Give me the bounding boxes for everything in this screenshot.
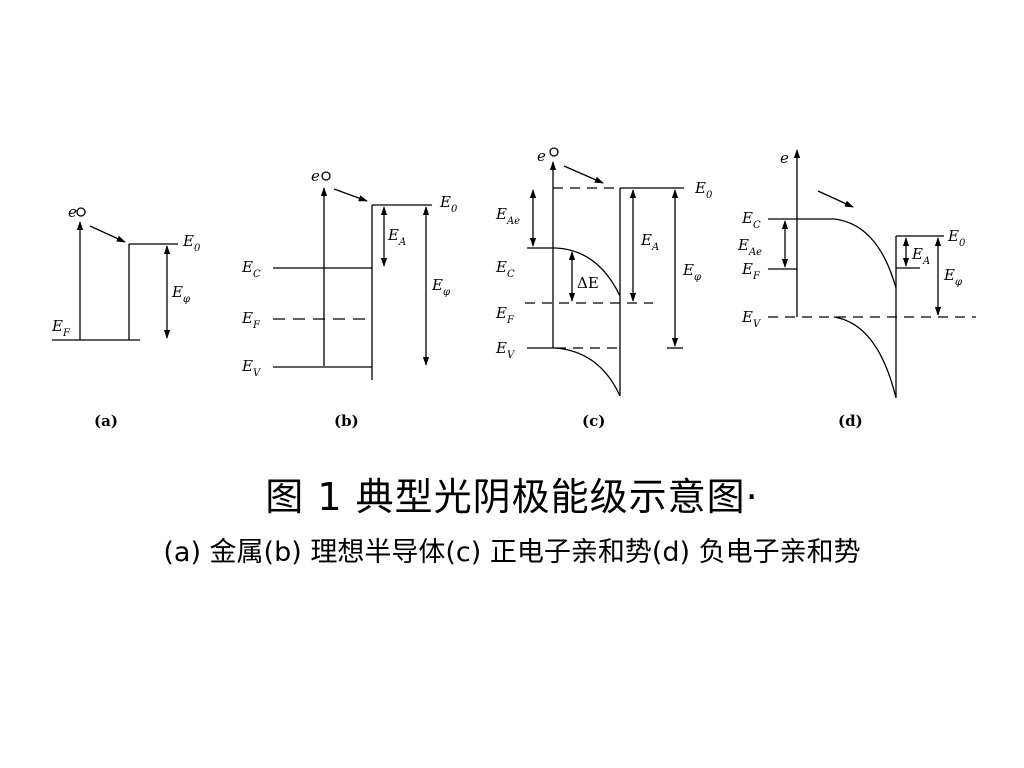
photoelectron-arrow bbox=[817, 190, 854, 208]
panel-c-tag: (c) bbox=[582, 412, 605, 430]
ephi-label: Eφ bbox=[682, 261, 701, 283]
panel-d bbox=[768, 149, 976, 399]
ea-label: EA bbox=[911, 245, 930, 267]
ef-label: EF bbox=[741, 260, 761, 282]
ephi-label: Eφ bbox=[943, 266, 962, 288]
figure-caption-subtitle: (a) 金属(b) 理想半导体(c) 正电子亲和势(d) 负电子亲和势 bbox=[163, 537, 861, 568]
valence-band-bending bbox=[833, 316, 897, 399]
panel-d-labels: e E0 EA Eφ EC EAe EF EV (d) bbox=[737, 149, 966, 430]
conduction-band-bending bbox=[833, 218, 897, 289]
electron-label: e bbox=[311, 167, 320, 185]
e0-label: E0 bbox=[182, 232, 201, 254]
ec-label: EC bbox=[495, 258, 515, 280]
ev-label: EV bbox=[741, 308, 762, 330]
electron-icon bbox=[76, 207, 86, 217]
electron-label: e bbox=[780, 149, 789, 167]
ea-label: EA bbox=[640, 231, 659, 253]
ephi-label: Eφ bbox=[171, 283, 190, 305]
panel-a-tag: (a) bbox=[94, 412, 118, 430]
ec-label: EC bbox=[741, 209, 761, 231]
e0-label: E0 bbox=[947, 227, 966, 249]
panel-d-tag: (d) bbox=[838, 412, 863, 430]
ephi-label: Eφ bbox=[431, 276, 450, 298]
panel-c-labels: e E0 EAe EA Eφ ΔE EC EF EV (c) bbox=[495, 147, 713, 430]
ea-label: EA bbox=[387, 226, 406, 248]
electron-label: e bbox=[68, 203, 77, 221]
photoelectron-arrow bbox=[89, 225, 126, 243]
panel-a bbox=[52, 207, 178, 341]
ef-label: EF bbox=[495, 304, 515, 326]
conduction-band-bending bbox=[555, 247, 621, 297]
e0-label: E0 bbox=[694, 179, 713, 201]
panel-c bbox=[525, 147, 684, 397]
delta-e-label: ΔE bbox=[577, 274, 599, 292]
ec-label: EC bbox=[241, 258, 261, 280]
electron-label: e bbox=[537, 147, 546, 165]
panel-b-tag: (b) bbox=[334, 412, 359, 430]
ev-label: EV bbox=[495, 339, 516, 361]
ef-label: EF bbox=[51, 317, 71, 339]
photoelectron-arrow bbox=[333, 188, 368, 202]
panel-b-labels: e E0 EA Eφ EC EF EV (b) bbox=[241, 167, 458, 430]
valence-band-bending bbox=[555, 347, 621, 397]
panel-a-labels: e E0 Eφ EF (a) bbox=[51, 203, 201, 430]
eae-label: EAe bbox=[495, 205, 520, 227]
e0-label: E0 bbox=[439, 193, 458, 215]
ef-label: EF bbox=[241, 309, 261, 331]
eae-label: EAe bbox=[737, 236, 762, 258]
figure-caption-title: 图 1 典型光阴极能级示意图· bbox=[265, 475, 759, 519]
ev-label: EV bbox=[241, 357, 262, 379]
electron-icon bbox=[321, 171, 331, 181]
electron-icon bbox=[549, 147, 559, 157]
photoelectron-arrow bbox=[563, 165, 604, 184]
panel-b bbox=[273, 171, 432, 380]
